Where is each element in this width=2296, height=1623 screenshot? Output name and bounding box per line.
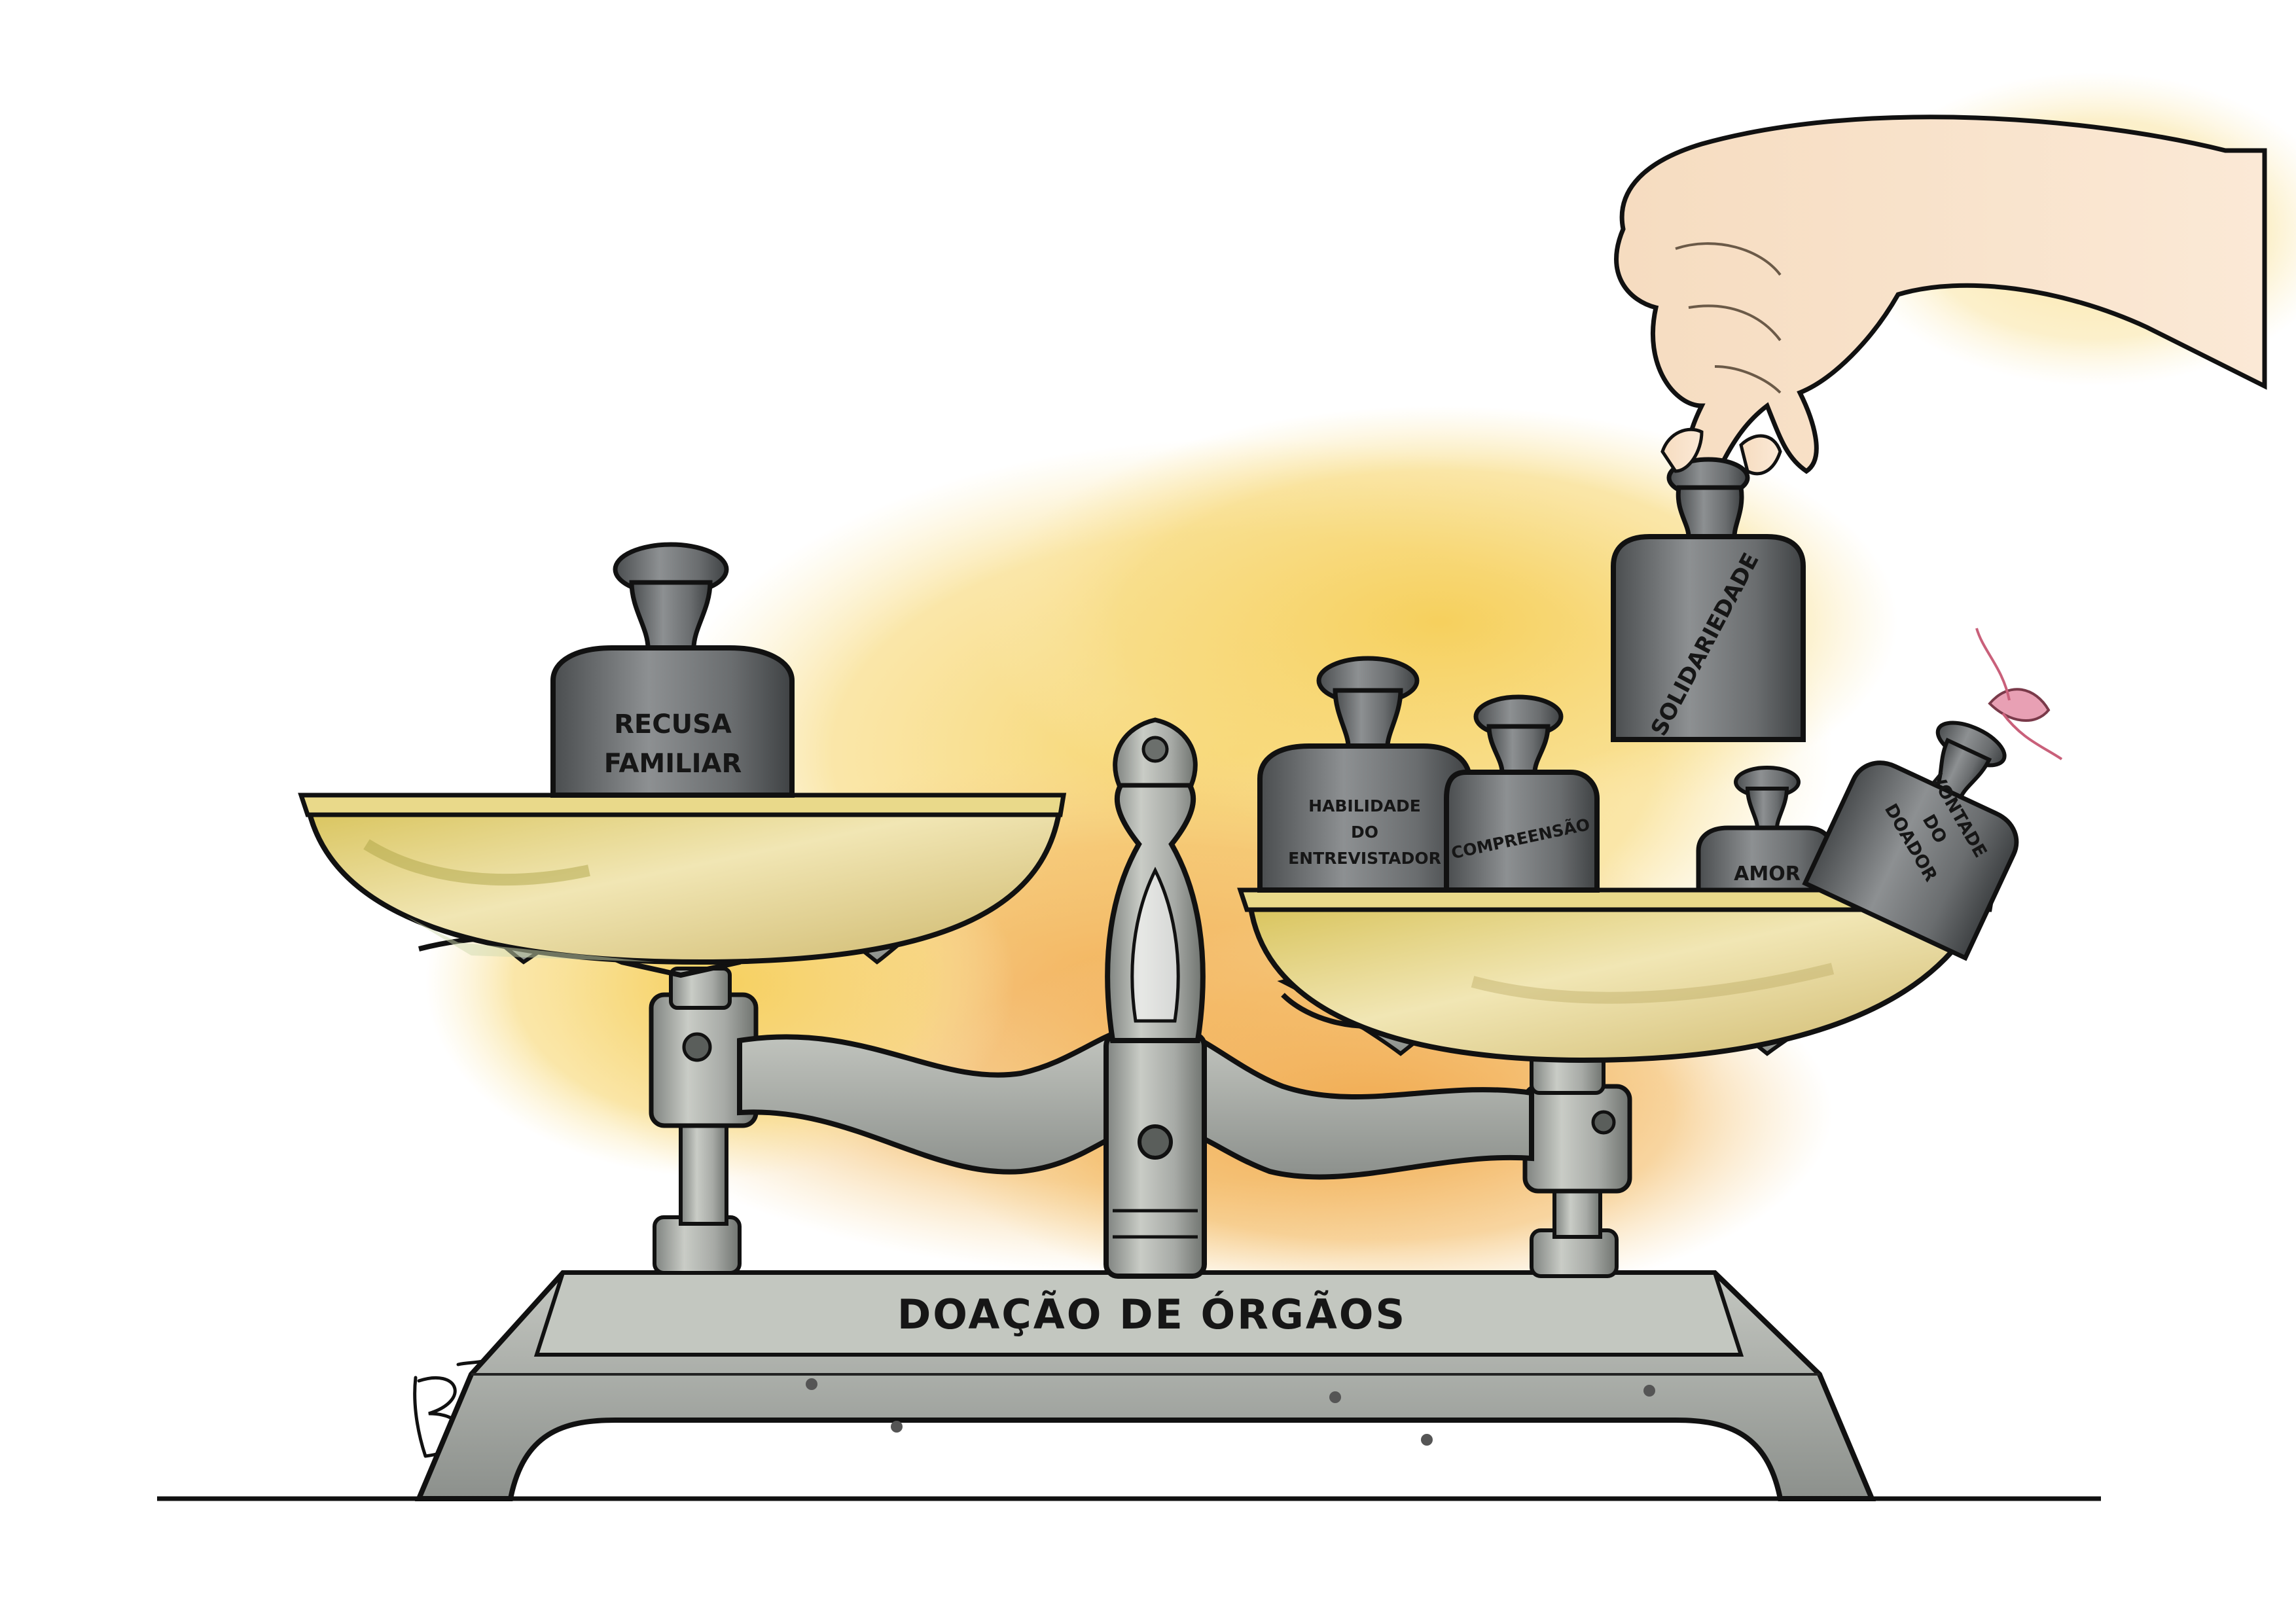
left-support [649, 967, 759, 1275]
weight-vontade-do-doador [1802, 721, 2019, 961]
scale-base [414, 1270, 1876, 1501]
right-pan [1237, 887, 1996, 1063]
weight-habilidade-label-line2: DO [1351, 823, 1378, 842]
weight-amor-label: AMOR [1734, 863, 1801, 885]
weight-recusa-familiar [550, 542, 795, 798]
weight-habilidade-label-line1: HABILIDADE [1308, 796, 1421, 815]
weight-amor [1696, 766, 1835, 893]
weight-habilidade-do-entrevistador [1257, 656, 1472, 893]
weight-recusa-familiar-label-line2: FAMILIAR [604, 749, 742, 779]
center-pillar [1103, 717, 1207, 1279]
weight-solidariedade [1611, 457, 1806, 742]
left-pan [298, 793, 1067, 978]
weight-recusa-familiar-label-line1: RECUSA [614, 709, 732, 740]
scale-base-label: DOAÇÃO DE ÓRGÃOS [897, 1291, 1407, 1338]
ribbon-icon [1975, 628, 2063, 760]
weight-compreensao [1444, 694, 1600, 893]
weight-habilidade-label-line3: ENTREVISTADOR [1288, 849, 1441, 868]
hand-fingertips [1660, 427, 1782, 476]
